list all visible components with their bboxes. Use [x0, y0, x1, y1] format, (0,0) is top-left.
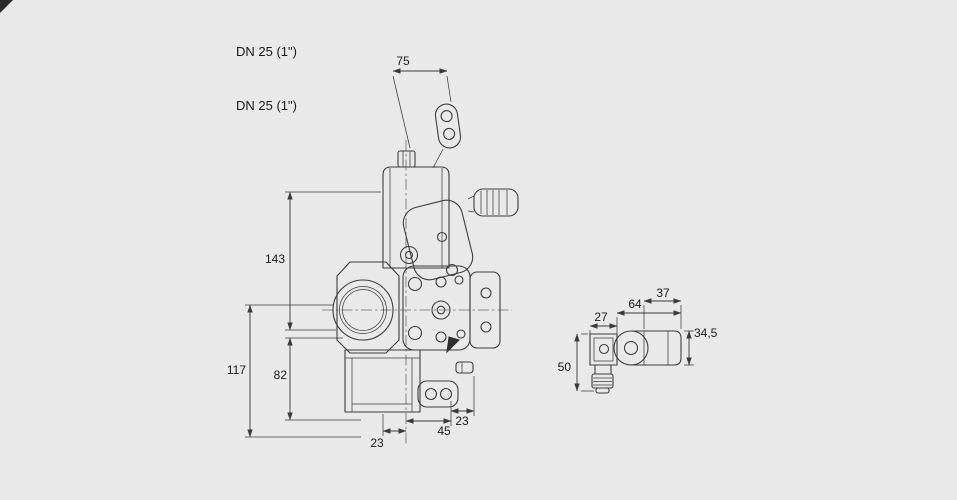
dim-label-50: 50 — [558, 360, 572, 374]
dim-label-23-left: 23 — [370, 436, 384, 450]
nominal-size-header: DN 25 (1") DN 25 (1") — [236, 7, 297, 151]
inlet-flange — [332, 261, 400, 354]
test-nipple — [455, 361, 474, 374]
dimension-bottom-left: 23 — [370, 414, 407, 450]
dim-label-45: 45 — [437, 424, 451, 438]
dimension-side-coil-height: 34,5 — [684, 326, 718, 366]
dimension-side-total-height: 50 — [558, 333, 594, 392]
dim-label-23-right: 23 — [455, 414, 469, 428]
dimension-top-width: 75 — [392, 54, 452, 149]
valve-body — [402, 265, 471, 354]
mounting-bracket — [399, 199, 474, 281]
dim-label-34-5: 34,5 — [694, 326, 718, 340]
dim-label-27: 27 — [594, 310, 608, 324]
dimension-bottom-right: 23 — [450, 376, 475, 428]
dim-label-117: 117 — [227, 363, 246, 377]
dim-label-143: 143 — [265, 252, 285, 266]
dim-label-82: 82 — [274, 368, 288, 382]
pilot-valve-body — [589, 333, 618, 366]
dimension-height-upper: 143 — [265, 191, 381, 331]
dimension-height-lower: 82 — [274, 337, 361, 421]
nominal-size-line1: DN 25 (1") — [236, 44, 297, 59]
outlet-flange — [469, 271, 501, 349]
cable-gland — [591, 364, 614, 394]
dimension-height-overall: 117 — [227, 304, 361, 438]
corner-mark — [0, 0, 13, 13]
coupling-boss — [417, 380, 459, 408]
dimension-side-tube-width: 37 — [643, 286, 682, 329]
nominal-size-line2: DN 25 (1") — [236, 98, 297, 113]
adjustment-cap — [467, 188, 519, 217]
dimension-side-coil-width: 64 — [616, 297, 682, 334]
center-lines — [322, 140, 512, 445]
solenoid-actuator — [382, 150, 450, 269]
top-connector — [432, 103, 462, 169]
flow-direction-flag — [446, 336, 460, 354]
dim-label-64: 64 — [628, 297, 642, 311]
regulator-block — [344, 349, 421, 413]
dim-label-37: 37 — [656, 286, 670, 300]
dimension-side-body-width: 27 — [589, 310, 618, 334]
dimension-bottom-center: 45 — [405, 401, 452, 438]
dim-label-75: 75 — [396, 54, 410, 68]
pilot-coil — [613, 330, 682, 366]
